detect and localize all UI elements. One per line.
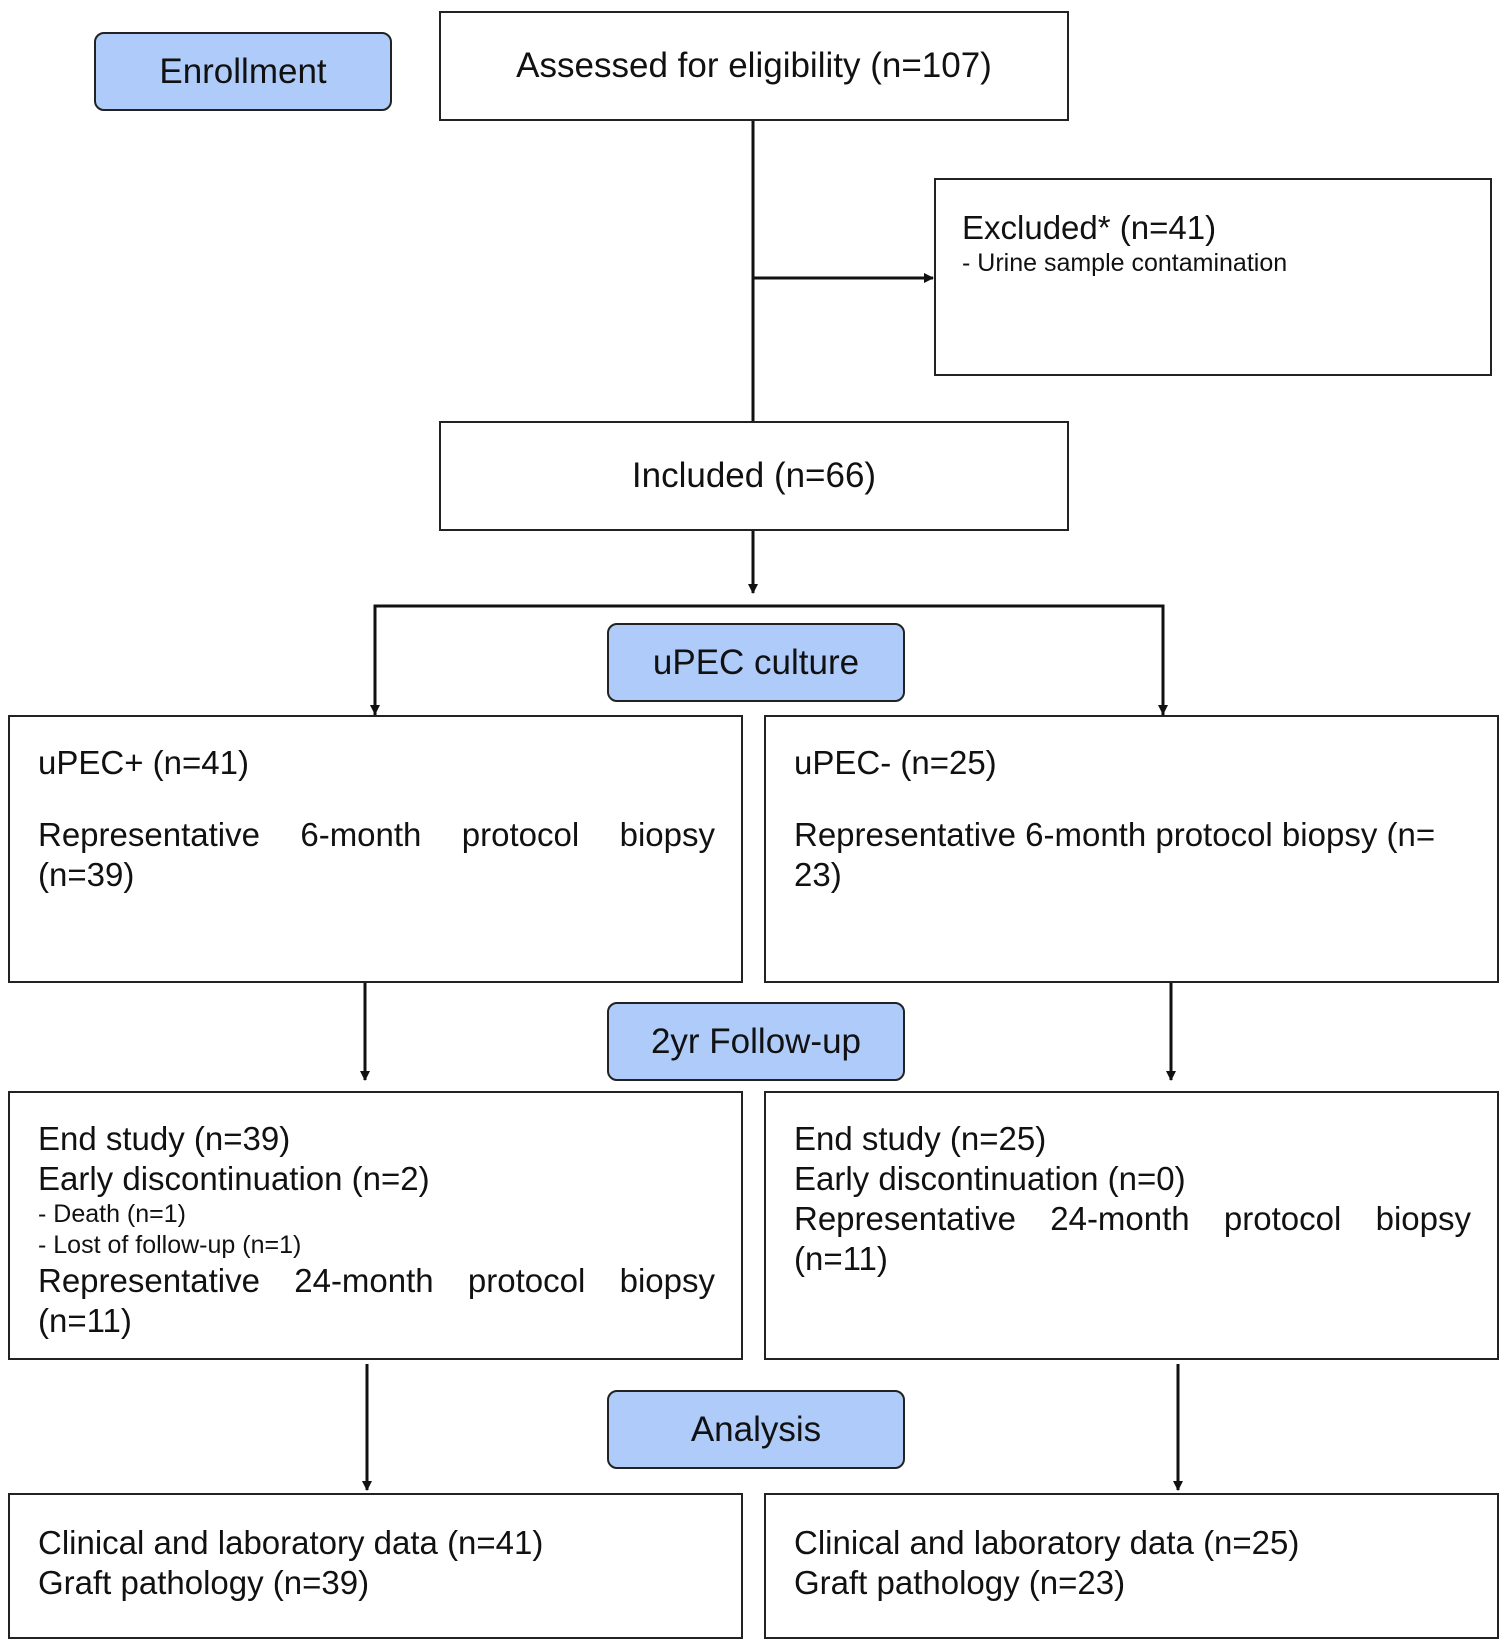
left-death: - Death (n=1) [38,1200,186,1228]
upec-plus-title: uPEC+ (n=41) [38,744,249,781]
left-analysis-box: Clinical and laboratory data (n=41) Graf… [8,1493,743,1639]
upec-plus-biopsy: Representative 6-month protocol biopsy (… [38,816,715,893]
left-graft-pathology: Graft pathology (n=39) [38,1564,370,1601]
left-clinical-data: Clinical and laboratory data (n=41) [38,1524,544,1561]
split-bar [373,604,1165,716]
included-box: Included (n=66) [439,421,1069,531]
right-end-study: End study (n=25) [794,1120,1047,1157]
upec-minus-title: uPEC- (n=25) [794,744,997,781]
excluded-box: Excluded* (n=41) - Urine sample contamin… [934,178,1492,376]
right-24m-biopsy: Representative 24-month protocol biopsy … [794,1200,1471,1277]
assessed-text: Assessed for eligibility (n=107) [516,46,992,85]
included-text: Included (n=66) [631,456,877,495]
left-24m-biopsy: Representative 24-month protocol biopsy … [38,1262,715,1339]
right-followup-box: End study (n=25) Early discontinuation (… [764,1091,1499,1360]
upec-minus-biopsy: Representative 6-month protocol biopsy (… [794,816,1436,893]
left-early-discontinuation: Early discontinuation (n=2) [38,1160,430,1197]
left-end-study: End study (n=39) [38,1120,291,1157]
stage-upec-culture: uPEC culture [607,623,905,702]
left-lost-followup: - Lost of follow-up (n=1) [38,1231,302,1259]
excluded-reason: - Urine sample contamination [962,249,1288,277]
left-followup-box: End study (n=39) Early discontinuation (… [8,1091,743,1360]
assessed-box: Assessed for eligibility (n=107) [439,11,1069,121]
upec-plus-box: uPEC+ (n=41) Representative 6-month prot… [8,715,743,983]
right-analysis-box: Clinical and laboratory data (n=25) Graf… [764,1493,1499,1639]
stage-followup: 2yr Follow-up [607,1002,905,1081]
right-clinical-data: Clinical and laboratory data (n=25) [794,1524,1300,1561]
excluded-title: Excluded* (n=41) [962,209,1217,246]
right-graft-pathology: Graft pathology (n=23) [794,1564,1126,1601]
stage-analysis: Analysis [607,1390,905,1469]
right-early-discontinuation: Early discontinuation (n=0) [794,1160,1186,1197]
upec-minus-box: uPEC- (n=25) Representative 6-month prot… [764,715,1499,983]
stage-enrollment: Enrollment [94,32,392,111]
